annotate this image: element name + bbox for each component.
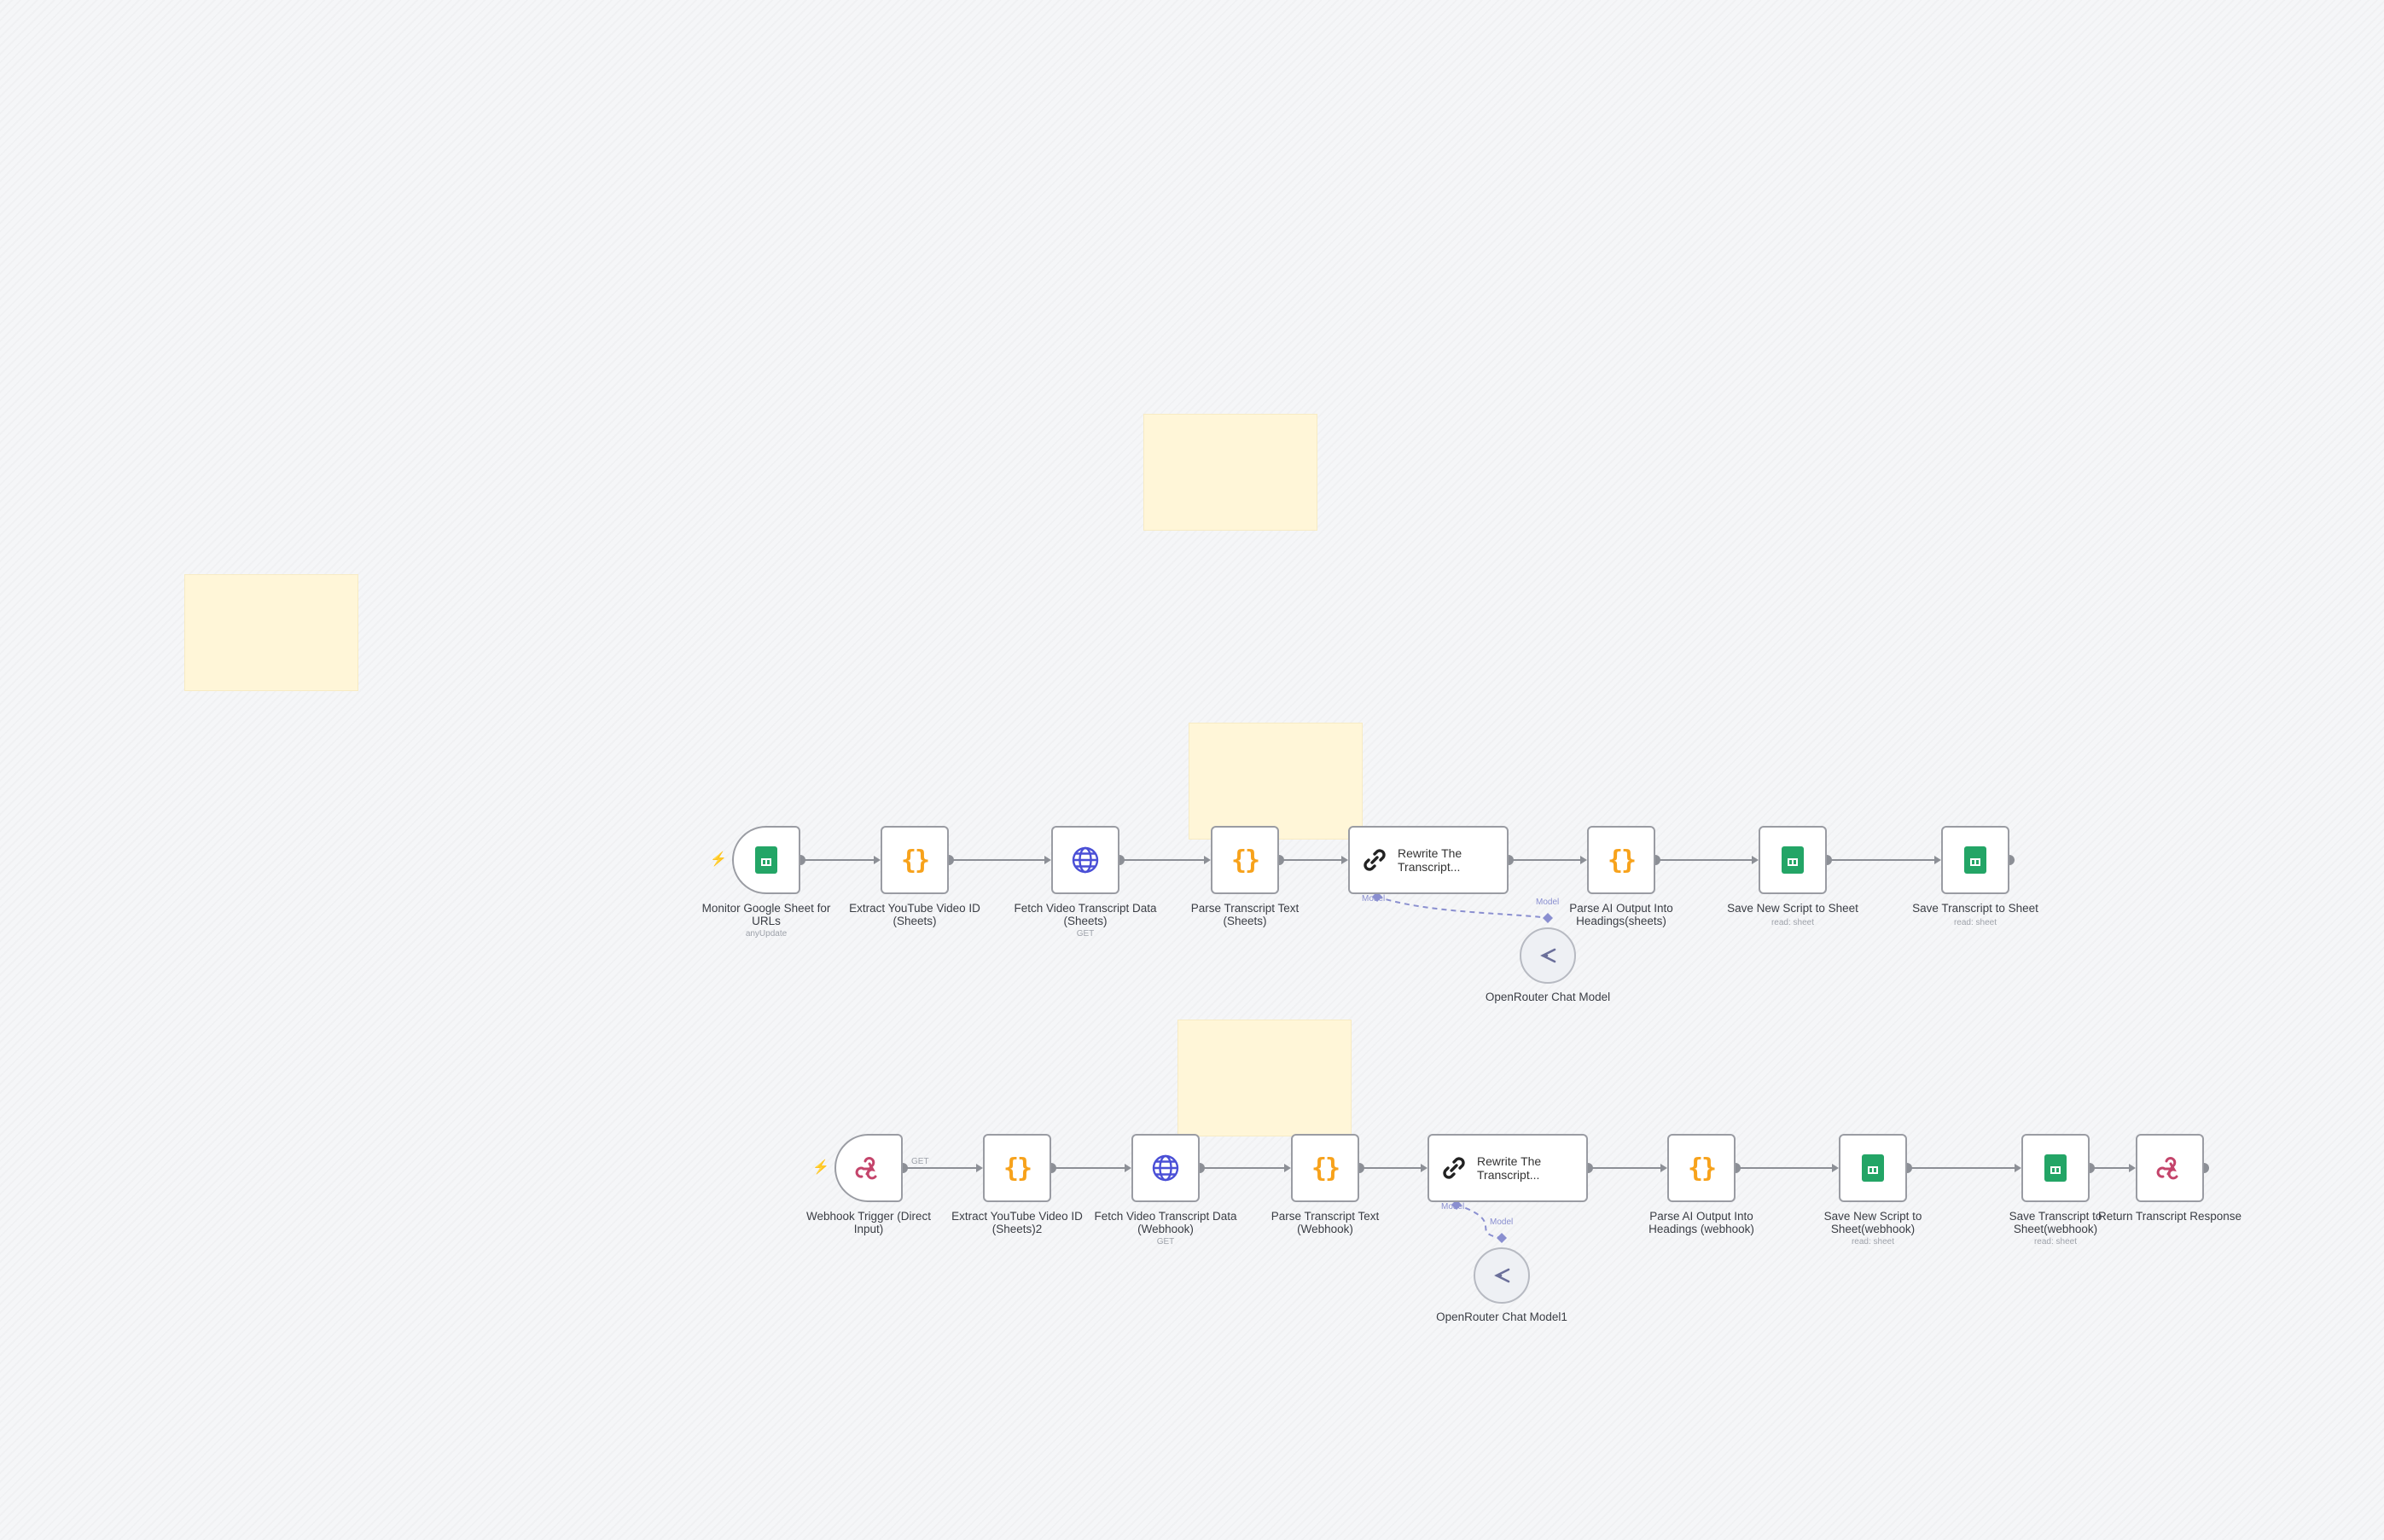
globe-icon xyxy=(1070,845,1101,875)
sticky-note[interactable] xyxy=(1177,1020,1352,1136)
ai-model-connection xyxy=(1456,1204,1503,1239)
workflow-node-w7[interactable] xyxy=(1839,1134,1907,1202)
workflow-node-s7[interactable] xyxy=(1759,826,1827,894)
connection-arrow xyxy=(1125,1164,1131,1172)
node-subtitle: read: sheet xyxy=(1851,1237,1895,1247)
workflow-node-s8[interactable] xyxy=(1941,826,2009,894)
agent-model-handle xyxy=(1372,892,1382,902)
node-label: Parse AI Output Into Headings(sheets) xyxy=(1569,902,1673,927)
node-title: Rewrite The Transcript... xyxy=(1398,846,1462,874)
model-handle-label: Model xyxy=(1536,898,1560,907)
node-subtitle: GET xyxy=(1076,929,1095,939)
agent-model-handle xyxy=(1451,1200,1462,1210)
google-sheets-icon xyxy=(755,846,777,874)
agent-model-handle-label: Model xyxy=(1362,894,1386,904)
ai-agent-icon xyxy=(1439,1154,1468,1183)
openrouter-icon xyxy=(1490,1264,1514,1287)
workflow-node-w4[interactable]: {} xyxy=(1291,1134,1359,1202)
sticky-note[interactable] xyxy=(184,574,358,691)
connection-arrow xyxy=(1752,856,1759,864)
model-output-handle xyxy=(1497,1233,1507,1243)
trigger-bolt-icon: ⚡ xyxy=(710,852,727,867)
webhook-icon xyxy=(2155,1154,2184,1183)
connection-arrow xyxy=(2015,1164,2021,1172)
code-icon: {} xyxy=(1003,1153,1032,1183)
node-subtitle: GET xyxy=(1156,1237,1175,1247)
code-icon: {} xyxy=(1311,1153,1340,1183)
workflow-node-w8[interactable] xyxy=(2021,1134,2090,1202)
model-output-handle xyxy=(1543,913,1553,923)
node-subtitle: read: sheet xyxy=(1953,918,1997,927)
workflow-node-s3[interactable] xyxy=(1051,826,1119,894)
node-label: Save New Script to Sheet(webhook) xyxy=(1823,1210,1922,1235)
code-icon: {} xyxy=(1607,845,1637,875)
connection-arrow xyxy=(1341,856,1348,864)
connection-arrow xyxy=(1044,856,1051,864)
workflow-node-w5[interactable]: Rewrite The Transcript... xyxy=(1427,1134,1588,1202)
connection-arrow xyxy=(1934,856,1941,864)
workflow-node-s6[interactable]: {} xyxy=(1587,826,1655,894)
node-subtitle: read: sheet xyxy=(1771,918,1815,927)
code-icon: {} xyxy=(1687,1153,1717,1183)
node-label: Monitor Google Sheet for URLs xyxy=(701,902,831,927)
google-sheets-icon xyxy=(1964,846,1986,874)
node-title: Rewrite The Transcript... xyxy=(1477,1154,1542,1182)
chat-model-label: OpenRouter Chat Model xyxy=(1485,991,1611,1003)
workflow-node-s1[interactable] xyxy=(732,826,800,894)
node-label: Parse Transcript Text (Webhook) xyxy=(1270,1210,1380,1235)
google-sheets-icon xyxy=(1862,1154,1884,1182)
node-label: Parse Transcript Text (Sheets) xyxy=(1190,902,1300,927)
connection-arrow xyxy=(1580,856,1587,864)
ai-model-connection xyxy=(1376,896,1549,919)
node-label: Webhook Trigger (Direct Input) xyxy=(805,1210,932,1235)
connection-arrow xyxy=(2129,1164,2136,1172)
code-icon: {} xyxy=(1230,845,1260,875)
chat-model-node[interactable] xyxy=(1520,927,1576,984)
node-label: Save Transcript to Sheet(webhook) xyxy=(2009,1210,2102,1235)
connection-arrow xyxy=(1284,1164,1291,1172)
workflow-node-s2[interactable]: {} xyxy=(881,826,949,894)
globe-icon xyxy=(1150,1153,1181,1183)
node-label: Parse AI Output Into Headings (webhook) xyxy=(1648,1210,1754,1235)
workflow-node-s5[interactable]: Rewrite The Transcript... xyxy=(1348,826,1509,894)
ai-agent-icon xyxy=(1360,846,1389,875)
trigger-bolt-icon: ⚡ xyxy=(812,1160,829,1175)
sticky-note[interactable] xyxy=(1189,723,1363,840)
connection-arrow xyxy=(976,1164,983,1172)
node-label: Return Transcript Response xyxy=(2097,1210,2242,1223)
webhook-icon xyxy=(854,1154,883,1183)
node-subtitle: anyUpdate xyxy=(745,929,788,939)
node-label: Extract YouTube Video ID (Sheets)2 xyxy=(951,1210,1083,1235)
workflow-node-s4[interactable]: {} xyxy=(1211,826,1279,894)
openrouter-icon xyxy=(1536,944,1560,968)
connection-arrow xyxy=(1832,1164,1839,1172)
workflow-node-w9[interactable] xyxy=(2136,1134,2204,1202)
node-label: Fetch Video Transcript Data (Webhook) xyxy=(1094,1210,1237,1235)
output-label: GET xyxy=(911,1157,929,1166)
chat-model-label: OpenRouter Chat Model1 xyxy=(1436,1310,1567,1323)
code-icon: {} xyxy=(900,845,930,875)
workflow-node-w1[interactable] xyxy=(834,1134,903,1202)
connection-arrow xyxy=(1660,1164,1667,1172)
node-label: Save New Script to Sheet xyxy=(1727,902,1858,915)
model-handle-label: Model xyxy=(1490,1217,1514,1227)
connection-arrow xyxy=(1421,1164,1427,1172)
sticky-note[interactable] xyxy=(1143,414,1317,531)
workflow-node-w6[interactable]: {} xyxy=(1667,1134,1736,1202)
workflow-node-w3[interactable] xyxy=(1131,1134,1200,1202)
node-label: Extract YouTube Video ID (Sheets) xyxy=(849,902,980,927)
connection-arrow xyxy=(1204,856,1211,864)
connection-arrow xyxy=(874,856,881,864)
google-sheets-icon xyxy=(2044,1154,2067,1182)
chat-model-node[interactable] xyxy=(1474,1247,1530,1304)
node-subtitle: read: sheet xyxy=(2033,1237,2078,1247)
node-label: Save Transcript to Sheet xyxy=(1912,902,2038,915)
agent-model-handle-label: Model xyxy=(1441,1202,1465,1212)
google-sheets-icon xyxy=(1782,846,1804,874)
node-label: Fetch Video Transcript Data (Sheets) xyxy=(1014,902,1157,927)
workflow-node-w2[interactable]: {} xyxy=(983,1134,1051,1202)
